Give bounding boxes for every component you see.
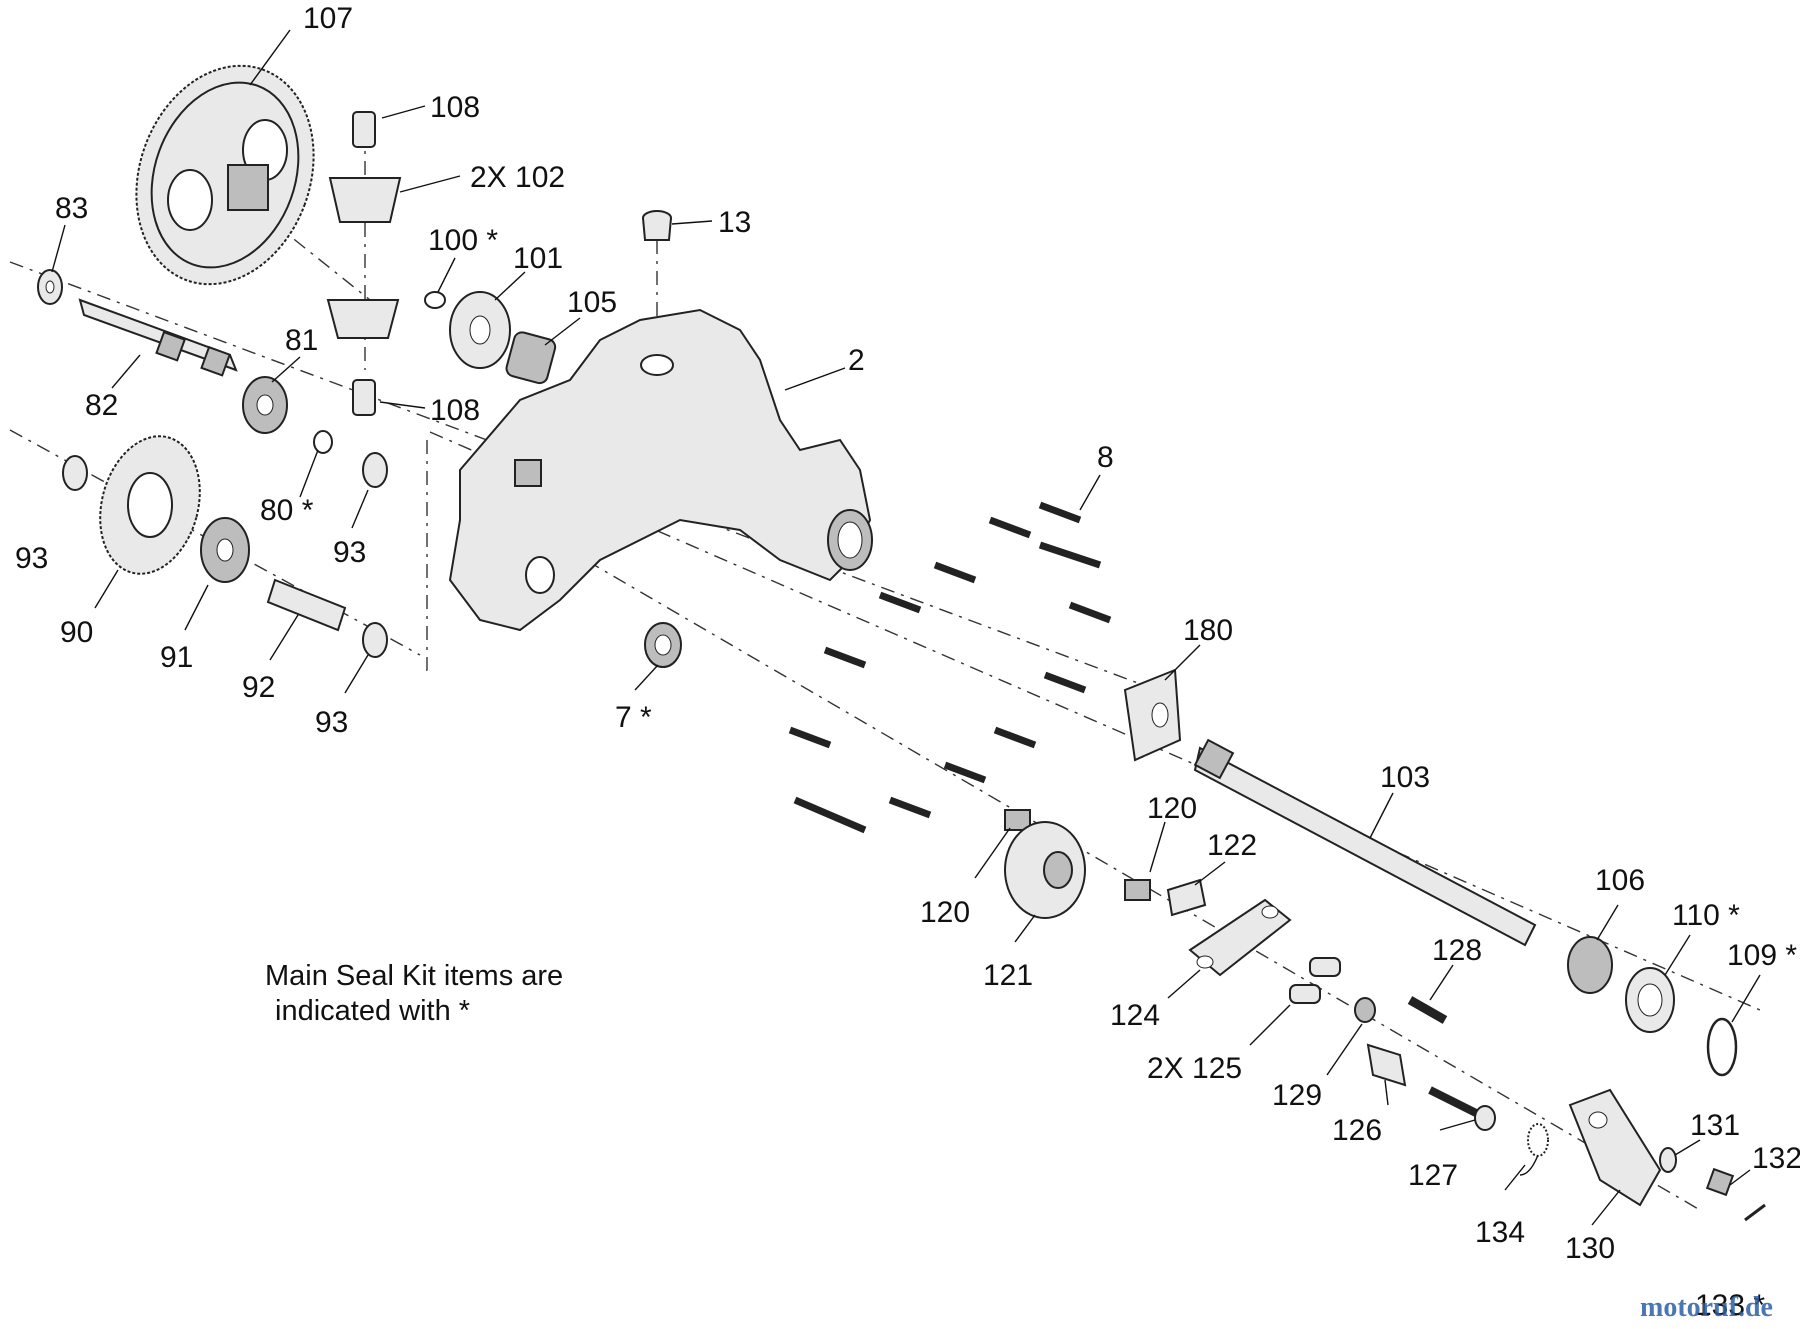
assembly-axes <box>9 130 1761 1211</box>
callout-131: 131 <box>1690 1109 1740 1142</box>
callout-2: 2 <box>848 344 865 377</box>
callout-105: 105 <box>567 286 617 319</box>
part-121-pulley <box>1004 821 1086 919</box>
part-93-washers <box>62 452 388 658</box>
part-102-bevel-gears <box>326 177 402 339</box>
callout-122: 122 <box>1207 829 1257 862</box>
watermark-text: motoruf.de <box>1640 1292 1773 1323</box>
part-90-gear <box>99 435 201 575</box>
callout-8: 8 <box>1097 441 1114 474</box>
callout-83: 83 <box>55 192 88 225</box>
callout-126: 126 <box>1332 1114 1382 1147</box>
callout-102: 2X 102 <box>470 161 565 194</box>
part-108-pins <box>352 111 376 416</box>
callout-108: 108 <box>430 394 480 427</box>
callout-106: 106 <box>1595 864 1645 897</box>
callout-90: 90 <box>60 616 93 649</box>
leader-lines <box>51 29 1761 1226</box>
part-100-retaining-ring <box>424 291 446 309</box>
callout-127: 127 <box>1408 1159 1458 1192</box>
part-101-gear <box>449 291 511 369</box>
callout-82: 82 <box>85 389 118 422</box>
part-130-cover <box>1568 1088 1662 1207</box>
part-122-shim <box>1166 878 1207 917</box>
callout-80: 80 * <box>260 494 314 527</box>
part-92-spacer <box>266 578 347 632</box>
callout-133: 133 * <box>1695 1289 1765 1322</box>
part-128-bolt <box>1407 996 1448 1024</box>
callout-134: 134 <box>1475 1216 1525 1249</box>
callout-109: 109 * <box>1727 939 1797 972</box>
part-91-gear <box>200 517 250 583</box>
callout-129: 129 <box>1272 1079 1322 1112</box>
callout-92: 92 <box>242 671 275 704</box>
part-127-bolt <box>1428 1086 1496 1131</box>
callout-91: 91 <box>160 641 193 674</box>
part-131-washer <box>1659 1147 1677 1173</box>
part-8-bolts <box>788 501 1112 834</box>
note-line-2: indicated with * <box>275 995 470 1027</box>
callout-125: 2X 125 <box>1147 1052 1242 1085</box>
callout-103: 103 <box>1380 761 1430 794</box>
callout-124: 124 <box>1110 999 1160 1032</box>
part-103-output-shaft <box>1193 738 1537 947</box>
callout-13: 13 <box>718 206 751 239</box>
callout-120: 120 <box>1147 792 1197 825</box>
callout-120: 120 <box>920 896 970 929</box>
part-7-seal <box>644 622 682 668</box>
part-106-bushing <box>1567 936 1613 994</box>
callout-101: 101 <box>513 242 563 275</box>
part-125-pins <box>1289 957 1341 1004</box>
callout-93: 93 <box>315 706 348 739</box>
callout-7: 7 * <box>615 701 652 734</box>
part-134-spring <box>1519 1123 1549 1176</box>
part-82-shaft <box>78 298 238 377</box>
part-180-bracket <box>1123 668 1182 762</box>
part-2-housing <box>448 308 873 632</box>
callout-121: 121 <box>983 959 1033 992</box>
callout-93: 93 <box>333 536 366 569</box>
callout-128: 128 <box>1432 934 1482 967</box>
part-80-retaining-ring <box>313 430 333 454</box>
part-129-spacer <box>1354 997 1376 1023</box>
callout-107: 107 <box>303 2 353 35</box>
callout-labels: 107 108 2X 102 83 100 * 101 13 105 81 82… <box>15 2 1800 1322</box>
part-126-bushing <box>1366 1043 1407 1087</box>
callout-180: 180 <box>1183 614 1233 647</box>
part-109-snap-ring <box>1706 1017 1738 1077</box>
part-105-coupler <box>505 331 557 385</box>
part-83-washer <box>37 269 63 305</box>
part-132-nut <box>1705 1167 1735 1197</box>
callout-81: 81 <box>285 324 318 357</box>
part-13-plug <box>642 210 672 241</box>
part-124-lever <box>1188 898 1292 977</box>
callout-108: 108 <box>430 91 480 124</box>
seal-kit-note: Main Seal Kit items are indicated with * <box>265 960 563 1027</box>
part-133-cotter-pin <box>1744 1203 1766 1222</box>
part-110-bearing <box>1625 967 1675 1033</box>
callout-132: 132 <box>1752 1142 1800 1175</box>
part-81-pinion <box>242 376 288 434</box>
callout-93: 93 <box>15 542 48 575</box>
callout-100: 100 * <box>428 224 498 257</box>
part-107-ring-gear <box>135 64 315 286</box>
note-line-1: Main Seal Kit items are <box>265 960 563 992</box>
callout-130: 130 <box>1565 1232 1615 1265</box>
callout-110: 110 * <box>1672 899 1740 932</box>
part-120-keys <box>1004 809 1151 901</box>
watermark-logo: motoruf.de <box>1640 1292 1773 1323</box>
